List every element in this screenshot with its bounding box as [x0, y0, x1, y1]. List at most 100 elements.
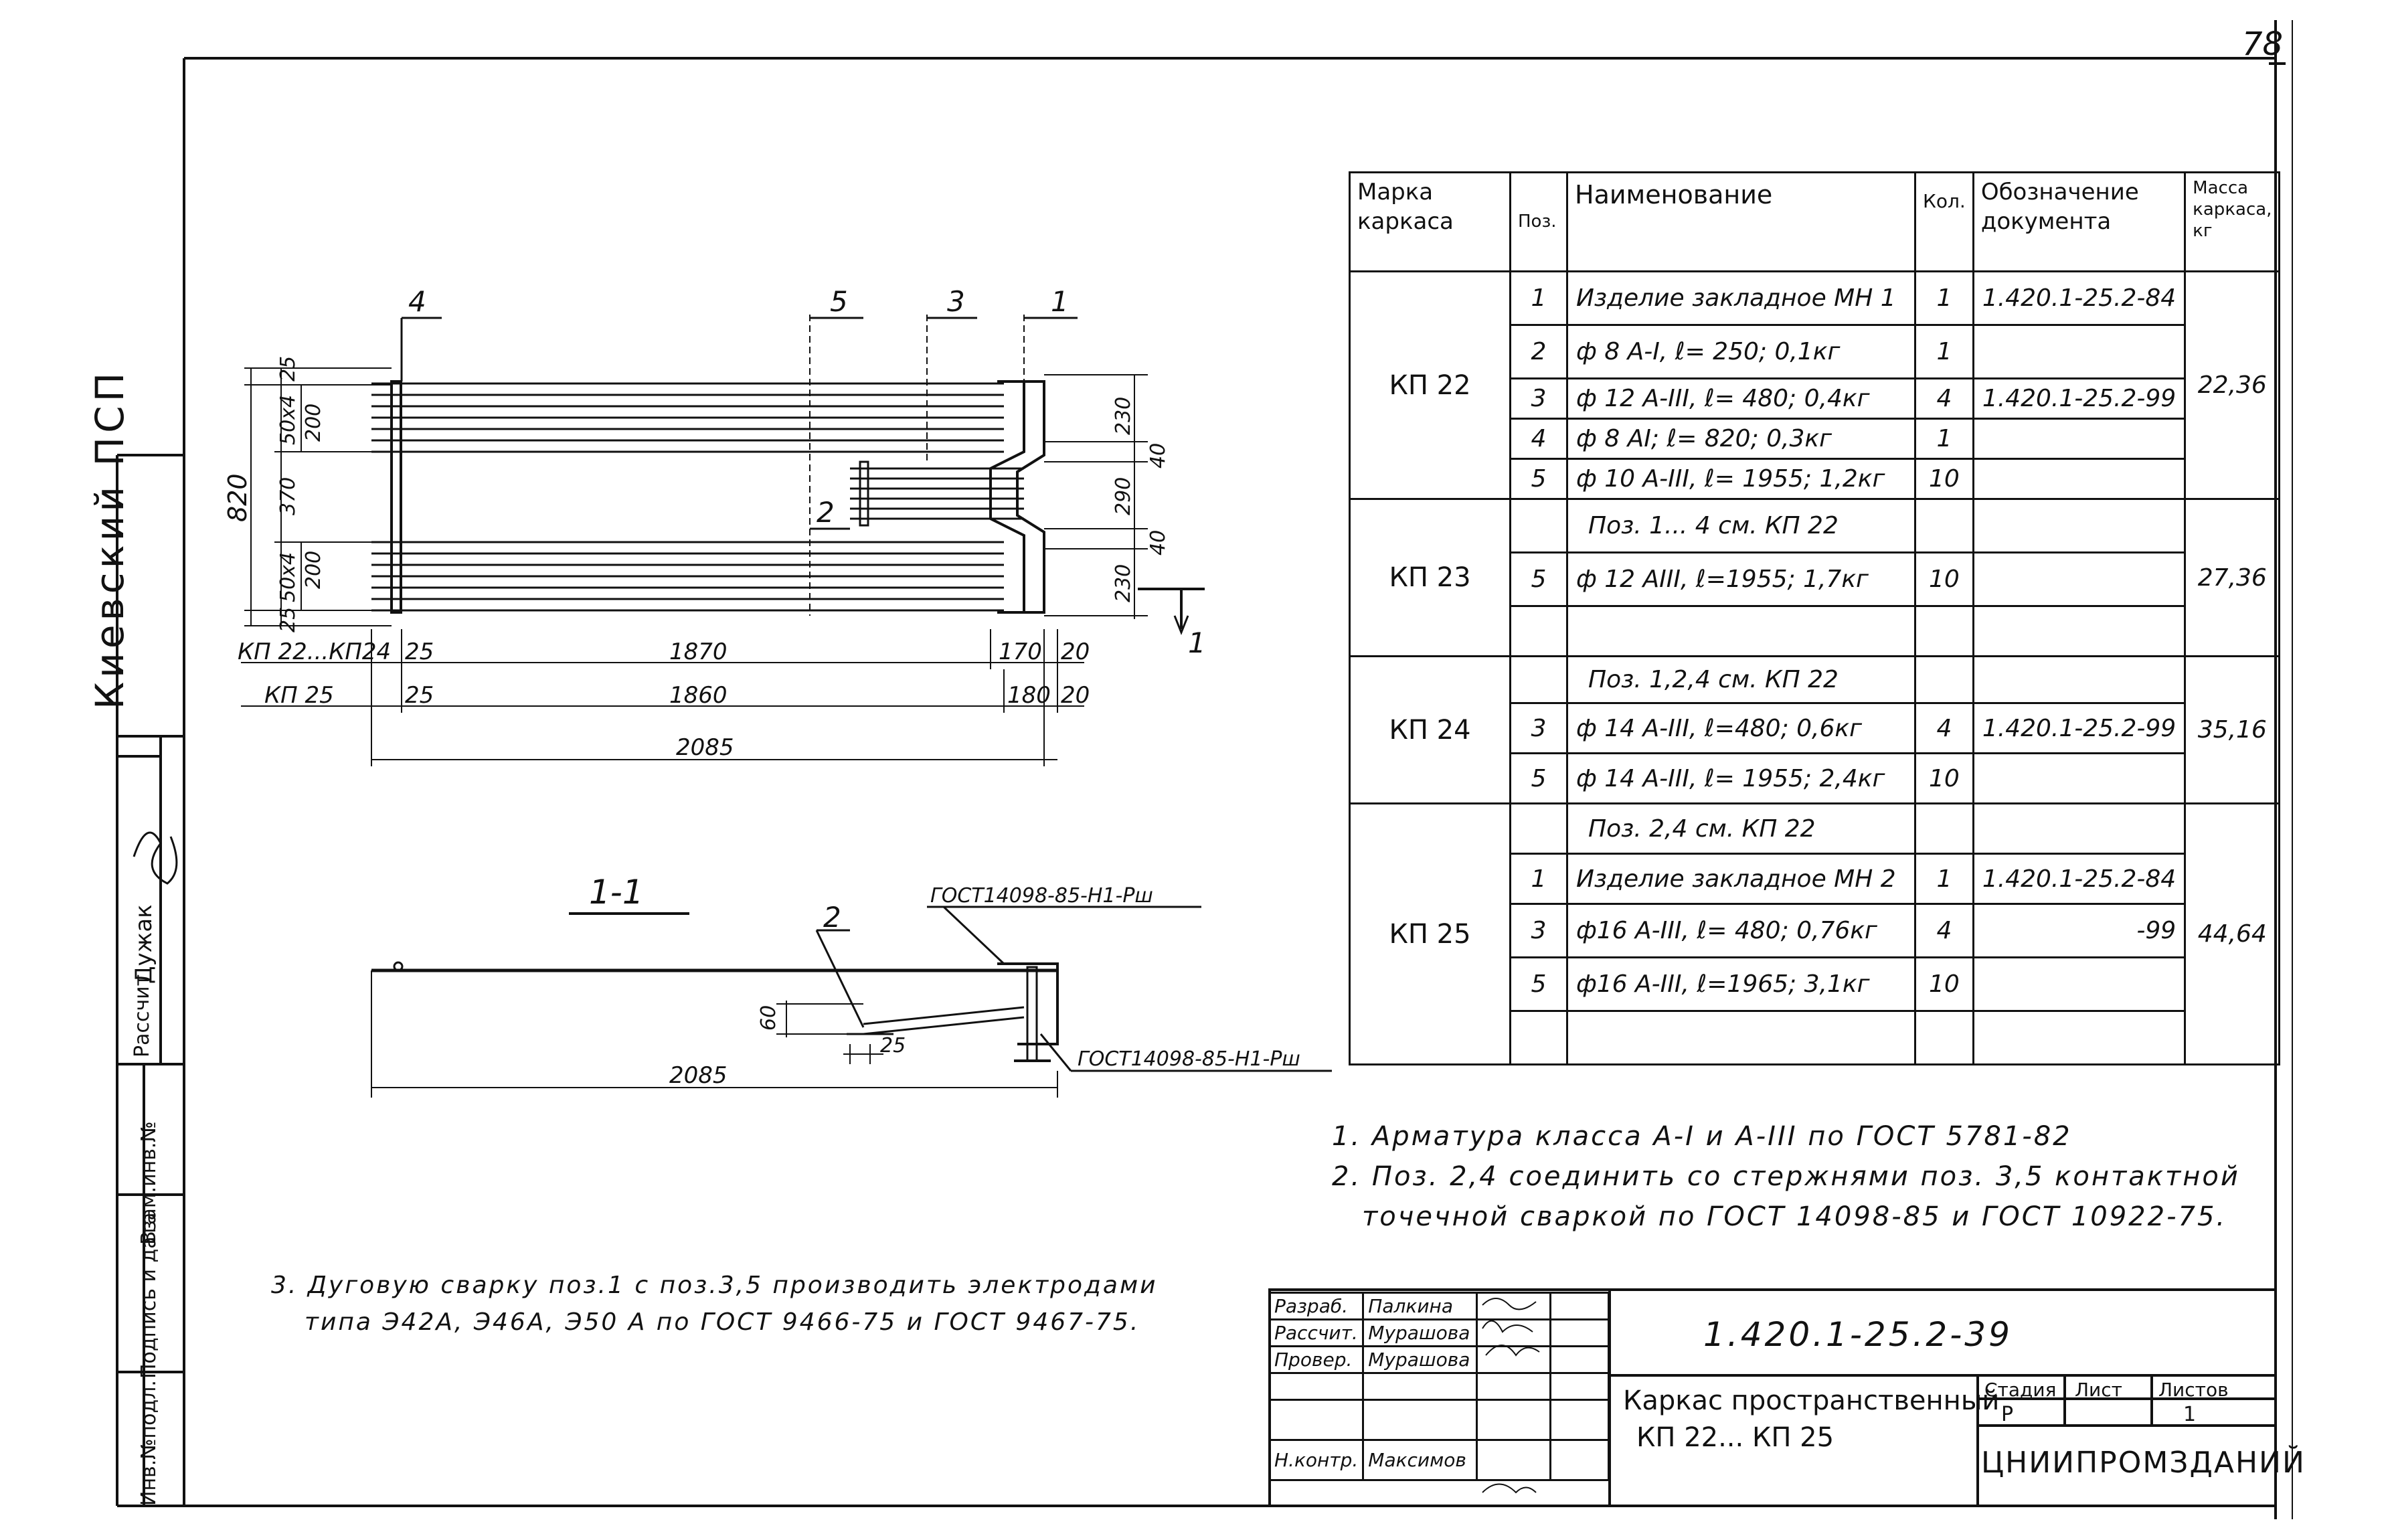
title-block-lines — [1482, 1288, 2276, 1506]
table-row — [1350, 1010, 2280, 1065]
doc-cell: 1.420.1-25.2-99 — [1972, 377, 2187, 420]
role-row — [1268, 1399, 1610, 1441]
row-kp22-dim-25: 25 — [405, 638, 434, 665]
mass-kp24: 35,16 — [2184, 655, 2281, 804]
table-row: 4 ф 8 АI; ℓ= 820; 0,3кг 1 — [1350, 418, 2280, 460]
section-title: 1-1 — [589, 873, 644, 912]
name-cell: ф 12 А-III, ℓ= 480; 0,4кг — [1566, 377, 1916, 420]
pos-cell: 2 — [1509, 324, 1568, 379]
name-cell: ф16 А-III, ℓ=1965; 3,1кг — [1566, 956, 1916, 1012]
dim-left-50x4b: 50x4 — [276, 552, 300, 602]
qty-cell: 10 — [1914, 752, 1974, 804]
header-mass: Масса каркаса, кг — [2184, 171, 2281, 272]
spec-table: Марка каркаса Поз. Наименование Кол. Обо… — [1349, 171, 2281, 1065]
qty-cell — [1914, 498, 1974, 553]
pos-cell: 4 — [1509, 418, 1568, 460]
qty-cell: 1 — [1914, 853, 1974, 905]
callout-1: 1 — [1051, 285, 1069, 318]
pos-cell: 1 — [1509, 270, 1568, 326]
header-mark: Марка каркаса — [1349, 171, 1511, 272]
mark-kp22: КП 22 — [1349, 270, 1511, 500]
qty-cell: 4 — [1914, 702, 1974, 754]
qty-cell — [1914, 802, 1974, 855]
row-kp25-dim-180: 180 — [1007, 682, 1051, 709]
table-row: 3 ф 14 А-III, ℓ=480; 0,6кг 4 1.420.1-25.… — [1350, 702, 2280, 754]
title-line-1: Каркас пространственный — [1623, 1385, 2000, 1416]
row-kp25-dim-20: 20 — [1061, 682, 1090, 709]
mark-kp25: КП 25 — [1349, 802, 1511, 1065]
dim-left-200b: 200 — [302, 551, 325, 589]
dim-820: 820 — [223, 473, 252, 522]
role-row — [1268, 1372, 1610, 1401]
header-doc: Обозначение документа — [1972, 171, 2187, 272]
name-cell: ф 12 АIII, ℓ=1955; 1,7кг — [1566, 551, 1916, 607]
name-cell: Изделие закладное МН 1 — [1566, 270, 1916, 326]
dim-right-40b: 40 — [1146, 530, 1170, 555]
pos-cell: 5 — [1509, 956, 1568, 1012]
qty-cell: 4 — [1914, 903, 1974, 958]
role-row: Рассчит.Мурашова — [1268, 1318, 1610, 1347]
mass-kp22: 22,36 — [2184, 270, 2281, 500]
doc-cell — [1972, 418, 2187, 460]
mark-kp24: КП 24 — [1349, 655, 1511, 804]
pos-cell: 3 — [1509, 702, 1568, 754]
table-row: КП 24 Поз. 1,2,4 см. КП 22 35,16 — [1349, 655, 2281, 804]
section-mark-label: 1 — [1188, 626, 1206, 659]
doc-cell: -99 — [1972, 903, 2187, 958]
row-kp22-dim-170: 170 — [999, 638, 1042, 665]
name-cell: ф 8 АI; ℓ= 820; 0,3кг — [1566, 418, 1916, 460]
dim-left-25b: 25 — [276, 607, 300, 632]
dim-60: 60 — [757, 1005, 780, 1031]
name-cell: Изделие закладное МН 2 — [1566, 853, 1916, 905]
doc-cell — [1972, 551, 2187, 607]
name-cell: ф 10 А-III, ℓ= 1955; 1,2кг — [1566, 458, 1916, 500]
header-pos: Поз. — [1509, 171, 1568, 272]
row-kp22-dim-1870: 1870 — [669, 638, 728, 665]
qty-cell: 1 — [1914, 270, 1974, 326]
row-kp25-label: КП 25 — [264, 682, 334, 709]
doc-cell: 1.420.1-25.2-84 — [1972, 853, 2187, 905]
weld-top: ГОСТ14098-85-Н1-Рш — [930, 884, 1153, 908]
qty-cell — [1914, 1010, 1974, 1065]
qty-cell: 1 — [1914, 418, 1974, 460]
mass-kp23: 27,36 — [2184, 498, 2281, 657]
role-row: Провер.Мурашова — [1268, 1345, 1610, 1374]
name-cell: Поз. 1... 4 см. КП 22 — [1566, 498, 1916, 553]
qty-cell: 1 — [1914, 324, 1974, 379]
name-cell: Поз. 2,4 см. КП 22 — [1566, 802, 1916, 855]
row-kp22-label: КП 22...КП24 — [238, 638, 391, 665]
note-3b: типа Э42А, Э46А, Э50 А по ГОСТ 9466-75 и… — [305, 1308, 1140, 1336]
row-kp25-dim-1860: 1860 — [669, 682, 728, 709]
dim-left-25a: 25 — [276, 356, 300, 381]
row-kp25-dim-25: 25 — [405, 682, 434, 709]
table-row: 5 ф 10 А-III, ℓ= 1955; 1,2кг 10 — [1350, 458, 2280, 500]
doc-cell: 1.420.1-25.2-84 — [1972, 270, 2187, 326]
pos-cell: 1 — [1509, 853, 1568, 905]
dim-left-200a: 200 — [302, 404, 325, 442]
header-name: Наименование — [1566, 171, 1916, 272]
table-row: 3 ф 12 А-III, ℓ= 480; 0,4кг 4 1.420.1-25… — [1350, 377, 2280, 420]
dim-right-40a: 40 — [1146, 443, 1170, 468]
org-name: ЦНИИПРОМЗДАНИЙ — [1981, 1446, 2306, 1480]
doc-cell — [1972, 752, 2187, 804]
pos-cell: 5 — [1509, 752, 1568, 804]
stage-value: Р — [2001, 1403, 2014, 1426]
sheet-label: Лист — [2075, 1379, 2122, 1401]
pos-cell — [1509, 605, 1568, 657]
table-row: 2 ф 8 А-I, ℓ= 250; 0,1кг 1 — [1350, 324, 2280, 379]
dim-right-290: 290 — [1112, 477, 1135, 515]
table-row: 1 Изделие закладное МН 2 1 1.420.1-25.2-… — [1350, 853, 2280, 905]
overall-length: 2085 — [676, 734, 734, 761]
qty-cell: 4 — [1914, 377, 1974, 420]
callout-pos2: 2 — [817, 496, 835, 529]
sheets-value: 1 — [2183, 1403, 2197, 1426]
pos-cell — [1509, 802, 1568, 855]
note-3a: 3. Дуговую сварку поз.1 с поз.3,5 произв… — [271, 1272, 1158, 1299]
doc-cell — [1972, 802, 2187, 855]
section-length: 2085 — [669, 1062, 728, 1089]
note-2b: точечной сваркой по ГОСТ 14098-85 и ГОСТ… — [1362, 1201, 2227, 1232]
qty-cell — [1914, 605, 1974, 657]
note-2a: 2. Поз. 2,4 соединить со стержнями поз. … — [1332, 1161, 2240, 1192]
name-cell: ф 8 А-I, ℓ= 250; 0,1кг — [1566, 324, 1916, 379]
